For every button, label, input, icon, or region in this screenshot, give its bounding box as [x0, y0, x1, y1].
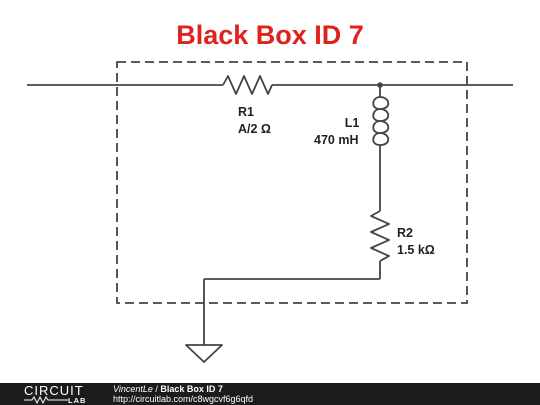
l1-name: L1	[344, 116, 360, 130]
r2-label: R2 1.5 kΩ	[397, 225, 435, 259]
black-box-boundary	[116, 61, 468, 304]
resistor-r2-symbol	[370, 210, 390, 262]
project-url[interactable]: http://circuitlab.com/c8wgcvf6g6qfd	[113, 394, 253, 404]
r1-name: R1	[238, 105, 254, 119]
r1-value: A/2 Ω	[238, 122, 271, 136]
inductor-l1-symbol	[372, 96, 390, 146]
breadcrumb-separator: /	[152, 384, 161, 394]
resistor-r1-symbol	[222, 75, 273, 95]
circuitlab-logo-sub: LAB	[68, 396, 87, 405]
r2-value: 1.5 kΩ	[397, 243, 435, 257]
r2-name: R2	[397, 226, 413, 240]
breadcrumb: VincentLe / Black Box ID 7	[113, 384, 223, 394]
circuitlab-logo-text[interactable]: CIRCUIT	[24, 383, 84, 398]
project-url-link[interactable]: http://circuitlab.com/c8wgcvf6g6qfd	[113, 394, 254, 404]
l1-value: 470 mH	[314, 133, 359, 147]
ground-icon	[185, 344, 223, 363]
diagram-title: Black Box ID 7	[176, 20, 364, 50]
r1-label: R1 A/2 Ω	[238, 104, 271, 138]
project-link[interactable]: Black Box ID 7	[160, 384, 223, 394]
circuitlab-logo-icon	[24, 396, 68, 404]
footer-bar: CIRCUIT LAB VincentLe / Black Box ID 7 h…	[0, 383, 540, 405]
author-link[interactable]: VincentLe	[113, 384, 153, 394]
l1-label: L1 470 mH	[314, 115, 366, 149]
schematic	[27, 61, 513, 363]
